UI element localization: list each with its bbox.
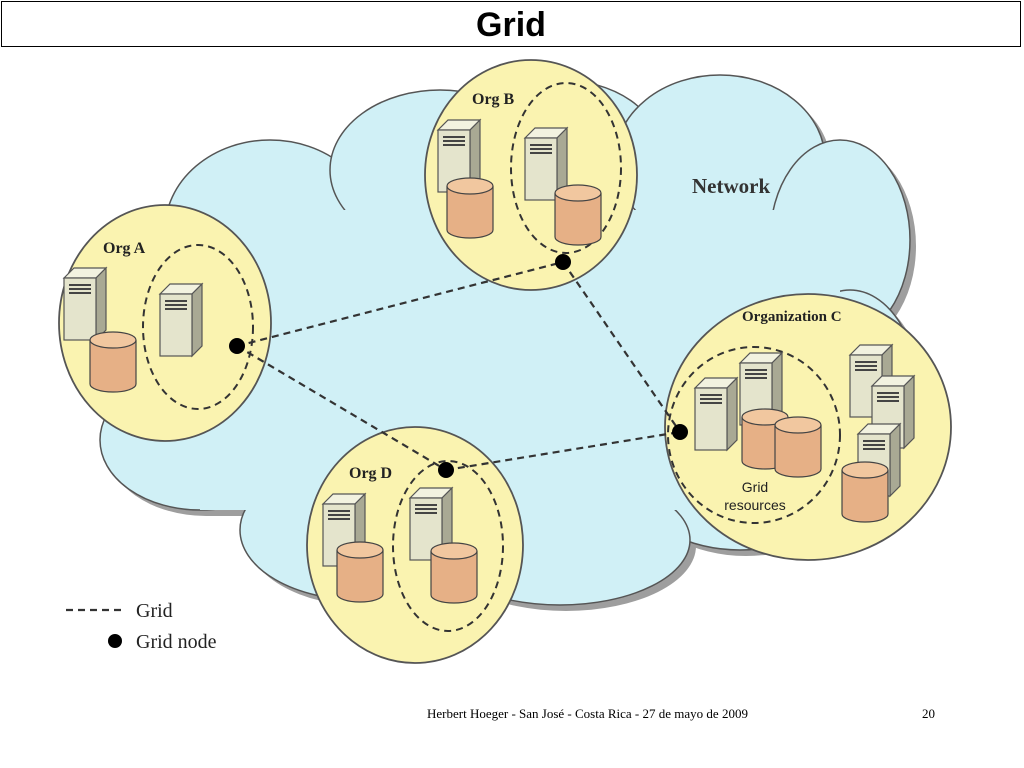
org-b-grid-boundary [510,82,622,254]
org-d-label: Org D [349,465,392,482]
org-b: Org B [424,59,638,291]
page-number: 20 [922,706,935,721]
grid-node-org-a [229,338,245,354]
server-icon [159,283,203,357]
grid-link-a-d [236,345,447,471]
disk-icon [841,461,889,523]
org-a: Org A [58,204,272,442]
legend-grid-label: Grid [136,600,173,622]
grid-link-a-b [236,260,564,348]
org-c-label: Organization C [742,309,842,325]
legend: Grid Grid node [66,600,217,653]
disk-icon [89,331,137,393]
disk-icon [336,541,384,603]
grid-node-org-b [555,254,571,270]
org-d: Org D [306,426,524,664]
grid-links [236,260,681,472]
grid-resources-label-line2: resources [724,497,785,513]
server-icon [694,377,738,451]
grid-link-d-c [445,430,681,472]
disk-icon [430,542,478,604]
network-label: Network [692,174,770,198]
org-c-grid-boundary [667,346,841,524]
legend-grid-node-dot [108,634,122,648]
disk-icon [774,416,822,478]
org-d-grid-boundary [392,460,504,632]
org-b-label: Org B [472,91,515,108]
grid-node-org-c [672,424,688,440]
org-a-grid-boundary [142,244,254,410]
grid-resources-label-line1: Grid [742,479,768,495]
disk-icon [446,177,494,239]
slide-title: Grid [1,1,1021,47]
grid-link-b-c [562,261,681,433]
server-icon [63,267,107,341]
disk-icon [554,184,602,246]
footer-text: Herbert Hoeger - San José - Costa Rica -… [427,706,748,721]
org-c: Organization C Grid resources [664,293,952,561]
org-a-label: Org A [103,240,146,257]
legend-grid-node-label: Grid node [136,631,217,653]
grid-node-org-d [438,462,454,478]
